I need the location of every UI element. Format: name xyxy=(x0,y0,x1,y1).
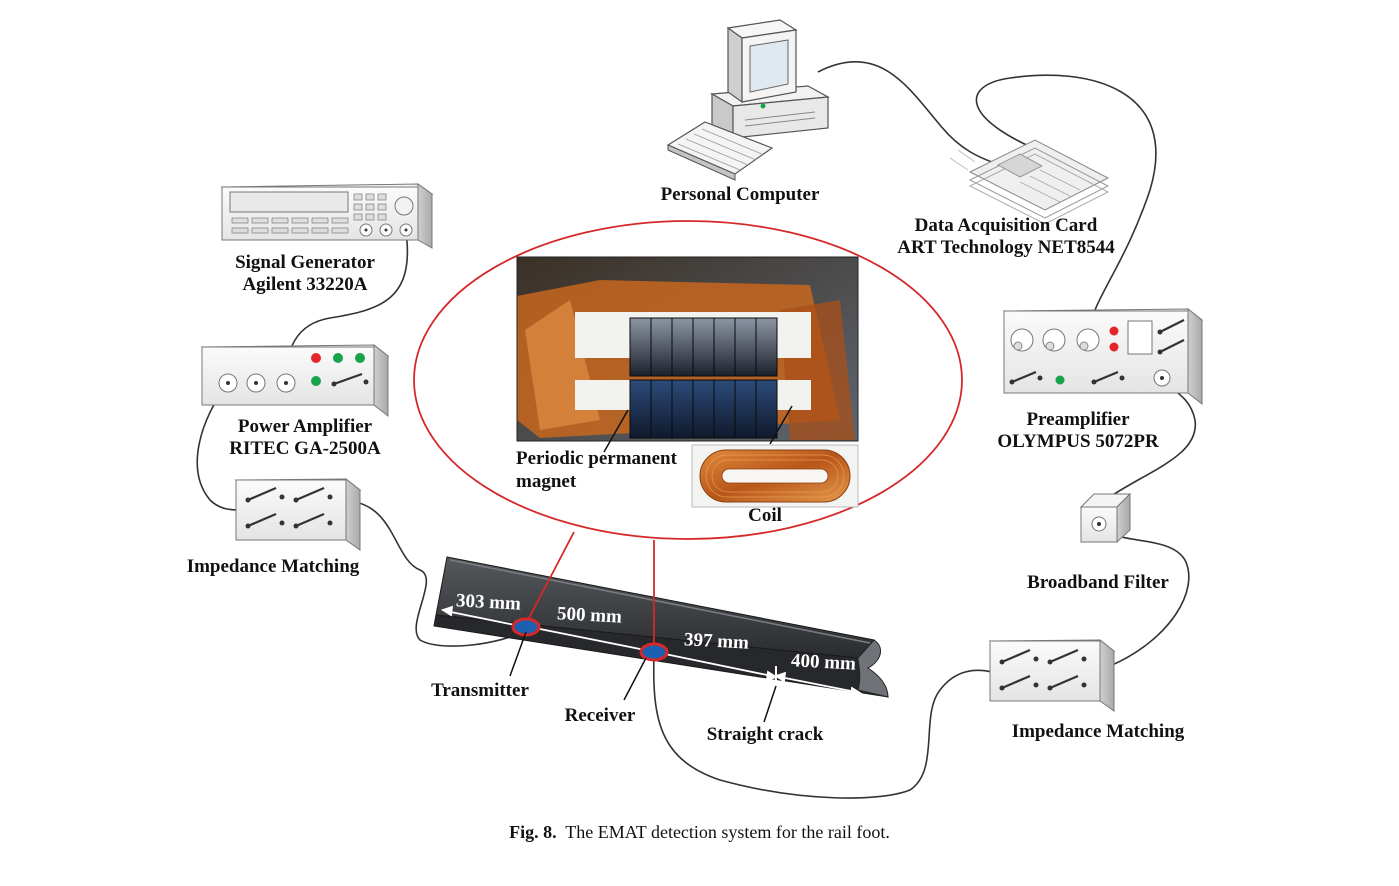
label-power-amplifier-line2: RITEC GA-2500A xyxy=(229,438,381,459)
cable-receiver-impedance xyxy=(652,654,993,799)
signal-generator-icon xyxy=(220,183,434,249)
figure-caption: Fig. 8. The EMAT detection system for th… xyxy=(0,822,1399,843)
label-magnet-line1: Periodic permanent xyxy=(516,448,677,469)
label-straight-crack: Straight crack xyxy=(706,724,824,745)
label-daq-card-line2: ART Technology NET8544 xyxy=(897,237,1115,258)
cable-impedance-filter xyxy=(1099,527,1190,667)
zoom-ellipse xyxy=(413,220,963,540)
label-signal-generator-line2: Agilent 33220A xyxy=(242,274,368,295)
receiver-icon xyxy=(639,642,669,662)
label-coil: Coil xyxy=(748,505,782,526)
label-impedance-matching-right: Impedance Matching xyxy=(1011,721,1185,742)
preamplifier-icon xyxy=(1002,307,1204,406)
label-receiver: Receiver xyxy=(564,705,636,726)
impedance-matching-left-icon xyxy=(234,477,362,551)
label-personal-computer: Personal Computer xyxy=(660,184,820,205)
broadband-filter-icon xyxy=(1079,492,1132,544)
caption-number: Fig. 8. xyxy=(509,822,557,842)
cable-poweramp-impedance xyxy=(196,382,241,511)
label-transmitter: Transmitter xyxy=(431,680,529,701)
label-broadband-filter: Broadband Filter xyxy=(1027,572,1169,593)
cable-pc-daq xyxy=(817,60,1001,166)
cables xyxy=(196,60,1196,799)
zoom-line-transmitter xyxy=(527,531,575,621)
cable-impedance-transmitter xyxy=(354,501,527,647)
label-power-amplifier-line1: Power Amplifier xyxy=(237,416,373,437)
dimension-400: 400 mm xyxy=(790,650,857,675)
label-preamplifier-line2: OLYMPUS 5072PR xyxy=(997,431,1159,452)
dimension-397: 397 mm xyxy=(683,629,750,654)
label-preamplifier-line1: Preamplifier xyxy=(1026,409,1130,430)
label-daq-card-line1: Data Acquisition Card xyxy=(914,215,1098,236)
inset-pointers xyxy=(603,405,793,453)
label-signal-generator-line1: Signal Generator xyxy=(235,252,375,273)
transducer-photo xyxy=(516,256,859,442)
transmitter-icon xyxy=(511,617,541,637)
label-magnet-line2: magnet xyxy=(516,471,577,492)
power-amplifier-icon xyxy=(200,343,390,418)
rail-icon xyxy=(433,556,890,698)
computer-icon xyxy=(666,19,830,181)
caption-text: The EMAT detection system for the rail f… xyxy=(565,822,890,842)
pointer-lines xyxy=(509,631,777,723)
dimension-500: 500 mm xyxy=(556,603,623,628)
daq-card-icon xyxy=(949,139,1110,225)
label-impedance-matching-left: Impedance Matching xyxy=(186,556,360,577)
coil-photo xyxy=(691,444,859,508)
impedance-matching-right-icon xyxy=(988,638,1116,712)
cable-daq-preamp xyxy=(975,74,1157,311)
dimension-303: 303 mm xyxy=(455,590,522,615)
